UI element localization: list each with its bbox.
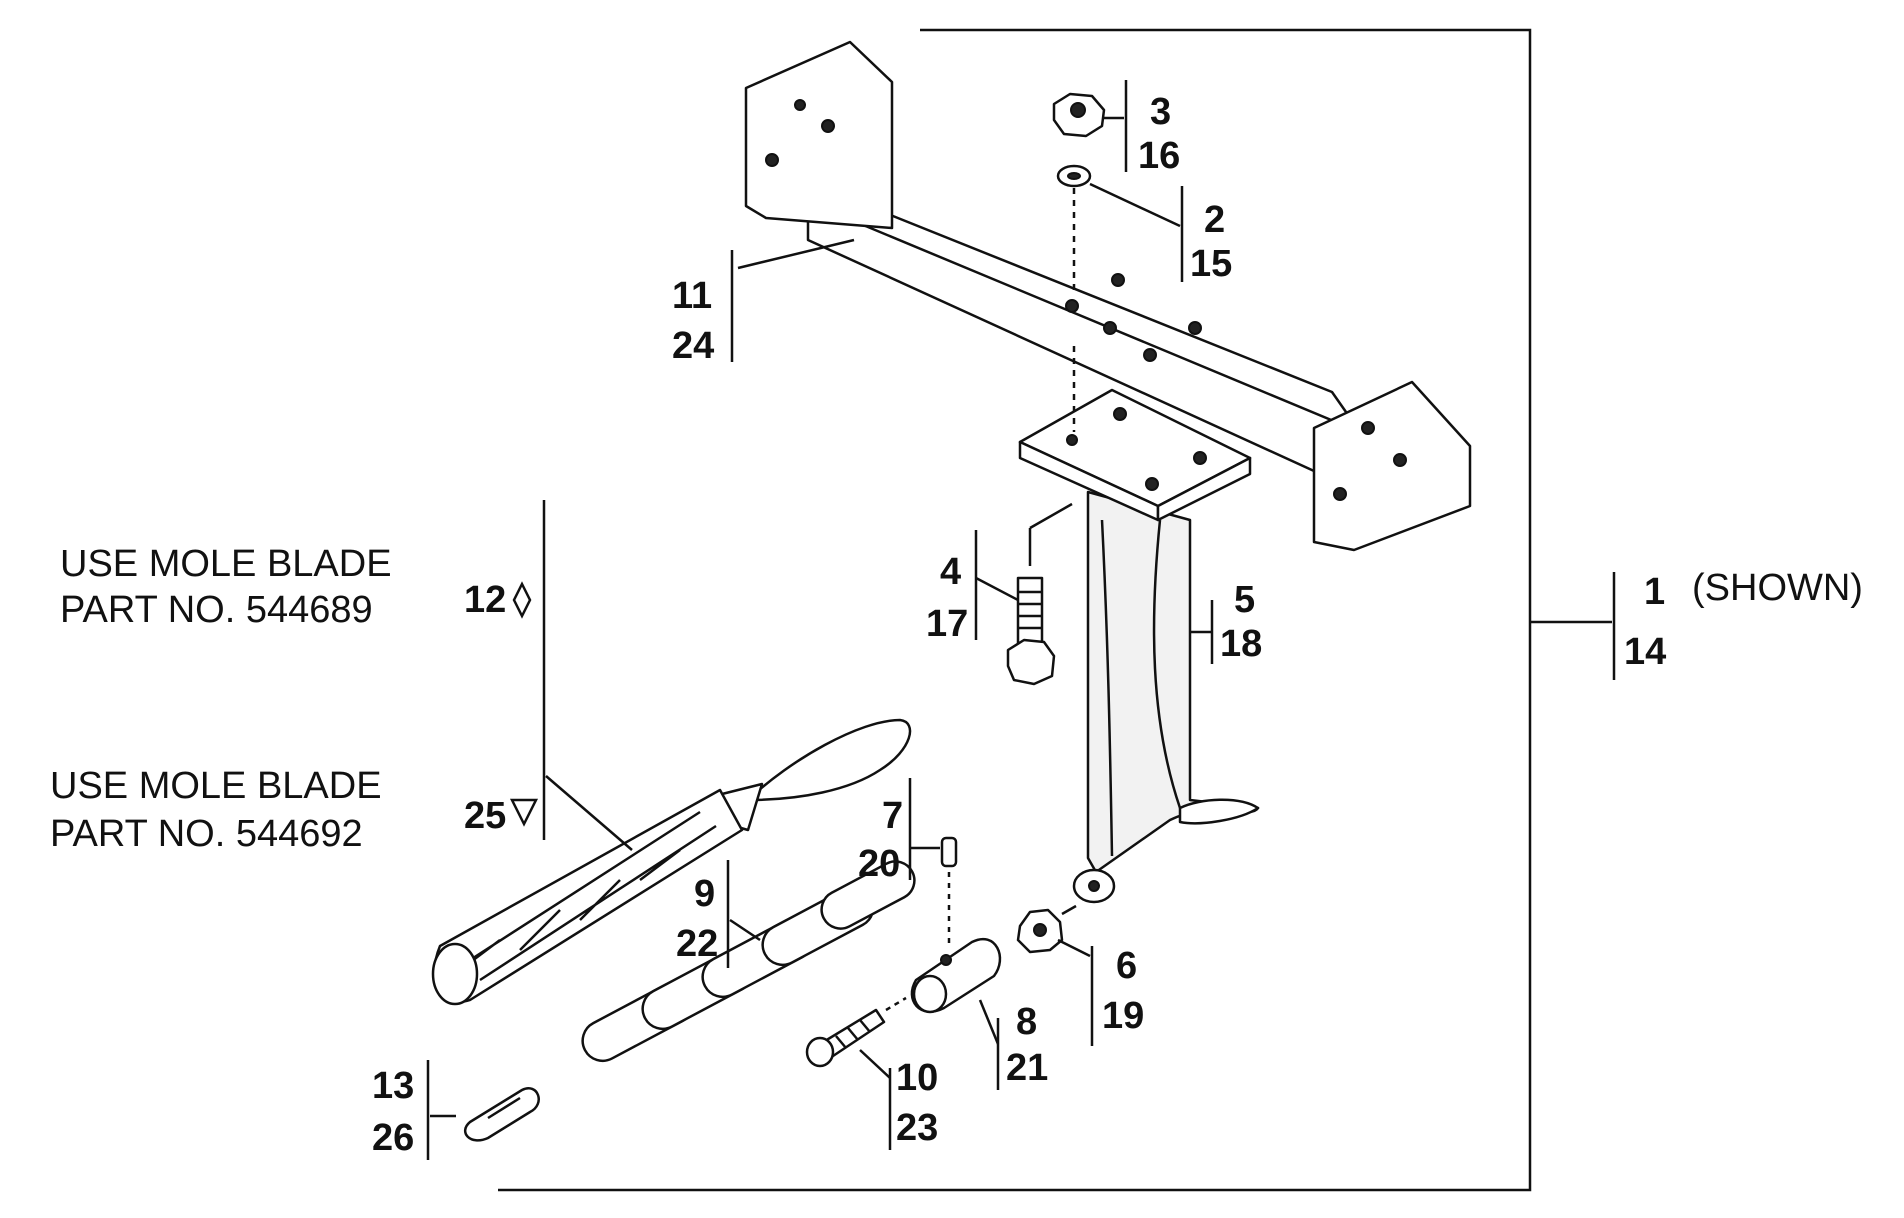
callout-number: 7 [882, 795, 903, 837]
mole-blade-note-12: USE MOLE BLADE PART NO. 544689 [60, 543, 392, 631]
callout-number: 14 [1624, 631, 1666, 673]
callout-2-15: 2 15 [1190, 199, 1232, 285]
small-hardware-part [805, 836, 1077, 1068]
assembly-bracket-line [498, 28, 1532, 1192]
callout-10-23: 10 23 [896, 1057, 938, 1149]
callout-number: 17 [926, 603, 968, 645]
callout-1-14: 1 (SHOWN) 14 [1624, 567, 1863, 673]
callout-number: 6 [1116, 945, 1137, 987]
callout-number: 15 [1190, 243, 1232, 285]
callout-number: 12 [464, 579, 506, 621]
callout-number: 4 [940, 551, 961, 593]
callout-number: 24 [672, 325, 714, 367]
callout-number: 9 [694, 873, 715, 915]
nut-washer-part [1052, 92, 1106, 432]
callout-number: 3 [1150, 91, 1171, 133]
callout-number: 13 [372, 1065, 414, 1107]
triangle-down-icon [509, 798, 539, 827]
callout-number: 8 [1016, 1001, 1037, 1043]
callout-6-19: 6 19 [1102, 945, 1144, 1037]
callout-number: 16 [1138, 135, 1180, 177]
callout-number: 23 [896, 1107, 938, 1149]
shown-label: (SHOWN) [1692, 567, 1863, 609]
note-line: PART NO. 544692 [50, 813, 363, 855]
callout-12: 12 [464, 579, 532, 621]
cable-grip-part [431, 718, 912, 1006]
callout-number: 10 [896, 1057, 938, 1099]
chain-part [581, 860, 916, 1063]
shank-part [1018, 388, 1260, 904]
callout-number: 26 [372, 1117, 414, 1159]
callout-number: 1 [1644, 571, 1665, 613]
leader-lines [426, 80, 1214, 1160]
callout-number: 18 [1220, 623, 1262, 665]
left-end-plate [744, 40, 894, 230]
hitch-clip-part [463, 1087, 540, 1142]
callout-3-16: 3 16 [1138, 91, 1180, 177]
callout-7-20: 7 20 [858, 795, 903, 885]
callout-5-18: 5 18 [1220, 579, 1262, 665]
callout-13-26: 13 26 [372, 1065, 414, 1159]
mole-blade-note-25: USE MOLE BLADE PART NO. 544692 [50, 765, 382, 855]
callout-number: 21 [1006, 1047, 1048, 1089]
callout-number: 11 [672, 275, 712, 317]
crossbar-part [744, 40, 1472, 552]
callout-number: 19 [1102, 995, 1144, 1037]
note-line: USE MOLE BLADE [50, 765, 382, 807]
callout-number: 22 [676, 923, 718, 965]
callout-25: 25 [464, 795, 539, 837]
right-end-plate [1312, 380, 1472, 552]
note-line: PART NO. 544689 [60, 589, 373, 631]
callout-8-21: 8 21 [1006, 1001, 1048, 1089]
callout-number: 5 [1234, 579, 1255, 621]
callout-number: 25 [464, 795, 506, 837]
diamond-icon [512, 581, 532, 619]
callout-11-24: 11 24 [672, 275, 714, 367]
note-line: USE MOLE BLADE [60, 543, 392, 585]
callout-number: 2 [1204, 199, 1225, 241]
callout-4-17: 4 17 [926, 551, 968, 645]
callout-9-22: 9 22 [676, 873, 718, 965]
callout-number: 20 [858, 843, 900, 885]
bolt-part [1006, 576, 1056, 686]
